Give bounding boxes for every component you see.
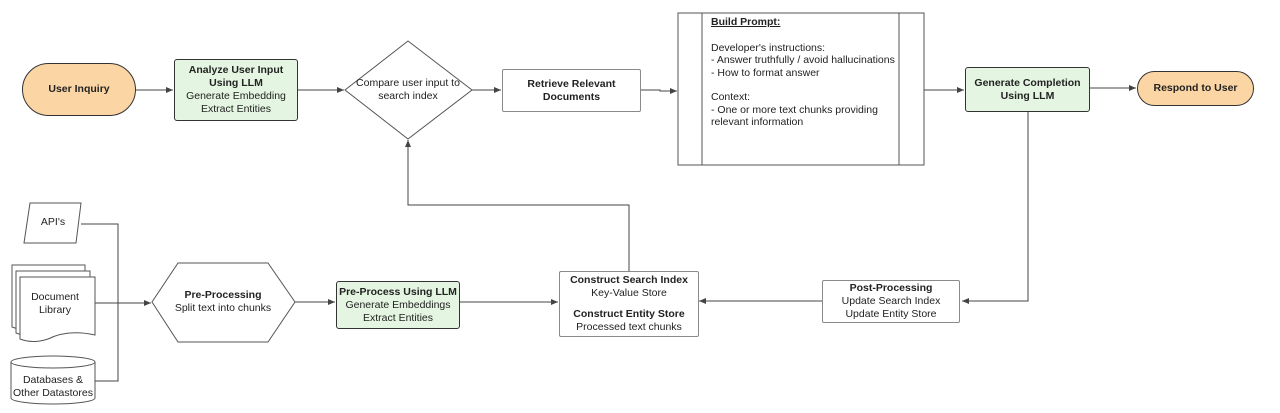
retrieve-documents-node: Retrieve Relevant Documents [502, 69, 641, 112]
construct-entity-title: Construct Entity Store [573, 308, 685, 320]
compare-label: Compare user input to search index [356, 77, 460, 102]
arrow-retrieve-to-prompt [641, 88, 677, 94]
user-inquiry-label: User Inquiry [48, 83, 110, 95]
databases-label: Databases & Other Datastores [13, 374, 93, 399]
dev-instructions-label: Developer's instructions: [711, 41, 826, 54]
preprocess-llm-node: Pre-Process Using LLM Generate Embedding… [336, 281, 460, 329]
connector-apis [81, 223, 119, 303]
connector-databases [95, 303, 119, 382]
doc-library-label: Document Library [31, 291, 79, 316]
preprocess-llm-line-2: Extract Entities [362, 311, 434, 324]
build-prompt-frame [677, 12, 925, 166]
construct-index-title: Construct Search Index [570, 274, 688, 286]
respond-label: Respond to User [1153, 82, 1238, 94]
dev-item-1: - Answer truthfully / avoid hallucinatio… [711, 54, 895, 66]
analyze-title: Analyze User Input Using LLM [188, 64, 284, 89]
generate-completion-node: Generate Completion Using LLM [965, 67, 1090, 112]
preprocess-llm-line-1: Generate Embeddings [345, 298, 451, 311]
respond-node: Respond to User [1137, 71, 1254, 106]
analyze-line-2: Extract Entities [200, 103, 272, 115]
apis-parallelogram [23, 202, 82, 244]
build-prompt-content: Build Prompt: Developer's instructions: … [711, 16, 897, 129]
build-prompt-title: Build Prompt: [711, 16, 781, 28]
database-cylinder [10, 355, 96, 405]
preprocessing-node: Pre-Processing Split text into chunks [160, 288, 286, 316]
postprocessing-title: Post-Processing [849, 282, 933, 294]
construct-node: Construct Search Index Key-Value Store C… [559, 271, 699, 337]
doc-library-stack [11, 264, 96, 342]
preprocess-llm-title: Pre-Process Using LLM [339, 285, 457, 298]
preprocessing-title: Pre-Processing [184, 289, 262, 301]
retrieve-label: Retrieve Relevant Documents [527, 77, 616, 103]
analyze-line-1: Generate Embedding [186, 90, 286, 102]
postprocessing-node: Post-Processing Update Search Index Upda… [822, 280, 960, 323]
preprocessing-hexagon [151, 262, 296, 343]
construct-index-sub: Key-Value Store [591, 287, 667, 299]
preprocessing-sub: Split text into chunks [174, 302, 272, 314]
compare-diamond [344, 40, 473, 140]
user-inquiry-node: User Inquiry [22, 63, 136, 116]
arrow-construct-to-compare [405, 140, 630, 271]
context-label: Context: [711, 91, 751, 103]
context-item-1: - One or more text chunks providing rele… [711, 103, 878, 129]
construct-entity-sub: Processed text chunks [576, 321, 682, 333]
postprocessing-line-1: Update Search Index [841, 295, 941, 307]
dev-item-2: - How to format answer [711, 66, 820, 79]
arrow-generate-to-postprocessing [962, 112, 1029, 304]
apis-label: API's [40, 216, 66, 228]
generate-label: Generate Completion Using LLM [974, 76, 1081, 102]
postprocessing-line-2: Update Entity Store [845, 308, 937, 320]
analyze-input-node: Analyze User Input Using LLM Generate Em… [174, 59, 298, 121]
